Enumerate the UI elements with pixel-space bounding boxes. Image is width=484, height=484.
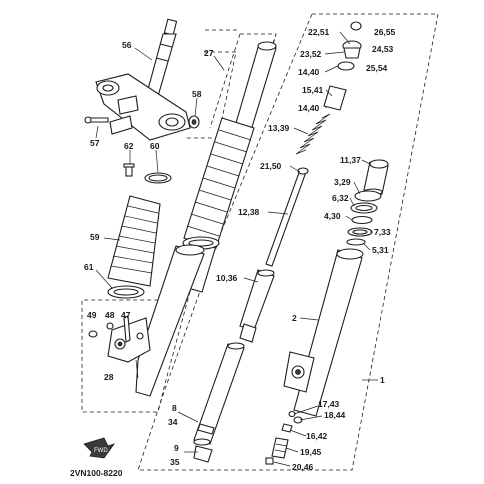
outer-tube-right (265, 248, 364, 465)
callout-3-29: 3,29 (334, 177, 351, 187)
callout-61: 61 (84, 262, 94, 272)
callout-25-54: 25,54 (366, 63, 388, 73)
callout-60: 60 (150, 141, 160, 151)
callout-34: 34 (168, 417, 178, 427)
callout-49: 49 (87, 310, 97, 320)
callout-19-45: 19,45 (300, 447, 322, 457)
callout-5-31: 5,31 (372, 245, 389, 255)
callout-59: 59 (90, 232, 100, 242)
callout-18-44: 18,44 (324, 410, 346, 420)
damper-rod-left (193, 342, 245, 463)
callout-11-37: 11,37 (340, 155, 361, 165)
leader-lines (95, 31, 378, 467)
callout-labels: 56 27 58 57 62 60 59 61 49 48 47 28 22,5… (84, 27, 396, 472)
callout-24-53: 24,53 (372, 44, 394, 54)
callout-20-46: 20,46 (292, 462, 314, 472)
callout-12-38: 12,38 (238, 207, 260, 217)
callout-10-36: 10,36 (216, 273, 238, 283)
callout-47: 47 (121, 310, 131, 320)
callout-28: 28 (104, 372, 114, 382)
callout-22-51: 22,51 (308, 27, 330, 37)
steering-stem (84, 18, 200, 141)
callout-1: 1 (380, 375, 385, 385)
callout-35: 35 (170, 457, 180, 467)
callout-15-41: 15,41 (302, 85, 324, 95)
callout-7-33: 7,33 (374, 227, 391, 237)
inner-tube-left (182, 41, 277, 293)
callout-14-40-top: 14,40 (298, 67, 320, 77)
callout-17-43: 17,43 (318, 399, 340, 409)
fork-internals (239, 21, 362, 343)
callout-62: 62 (124, 141, 134, 151)
callout-23-52: 23,52 (300, 49, 322, 59)
bolt-and-clamp (123, 163, 172, 184)
right-seals (346, 159, 389, 246)
callout-27: 27 (204, 48, 214, 58)
callout-16-42: 16,42 (306, 431, 328, 441)
callout-58: 58 (192, 89, 202, 99)
callout-4-30: 4,30 (324, 211, 341, 221)
callout-56: 56 (122, 40, 132, 50)
callout-57: 57 (90, 138, 100, 148)
callout-6-32: 6,32 (332, 193, 349, 203)
fwd-label: FWD (94, 448, 108, 454)
callout-2: 2 (292, 313, 297, 323)
callout-14-40-bottom: 14,40 (298, 103, 320, 113)
outer-tube-left (88, 244, 205, 397)
drawing-number: 2VN100-8220 (70, 468, 123, 478)
callout-26-55: 26,55 (374, 27, 396, 37)
callout-9: 9 (174, 443, 179, 453)
callout-21-50: 21,50 (260, 161, 282, 171)
callout-8: 8 (172, 403, 177, 413)
fwd-badge: FWD (83, 437, 116, 459)
callout-48: 48 (105, 310, 115, 320)
fork-boot-left (107, 195, 161, 299)
callout-13-39: 13,39 (268, 123, 290, 133)
